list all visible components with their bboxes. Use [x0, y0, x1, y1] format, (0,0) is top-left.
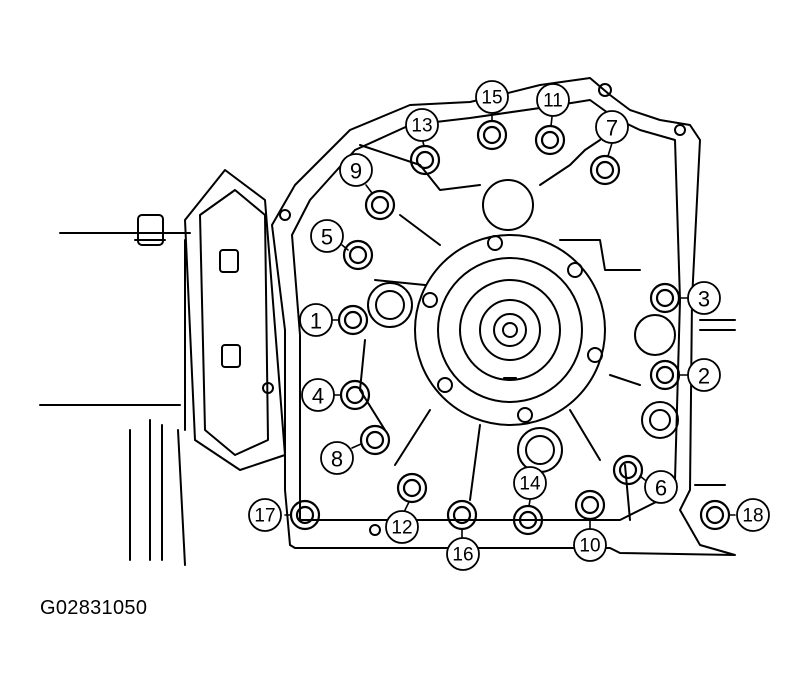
callout-12: 12	[385, 510, 419, 544]
callout-label-8: 8	[331, 447, 343, 472]
bolt-callouts: 1 2 3 4 5 6 7 8 9 10 11 12 13 14 15 16 1…	[248, 80, 770, 571]
bolt-2	[649, 359, 681, 391]
bolt-14	[512, 504, 544, 536]
adapter-plate	[184, 169, 286, 471]
callout-3: 3	[687, 281, 721, 315]
callout-label-10: 10	[579, 536, 600, 557]
bolt-6	[612, 454, 644, 486]
bolt-18	[699, 499, 731, 531]
callout-label-16: 16	[452, 545, 473, 566]
callout-17: 17	[248, 498, 282, 532]
bolt-3	[649, 282, 681, 314]
callout-label-11: 11	[543, 91, 563, 112]
callout-4: 4	[301, 378, 335, 412]
callout-6: 6	[644, 470, 678, 504]
bolt-8	[359, 424, 391, 456]
bolt-11	[534, 124, 566, 156]
callout-10: 10	[573, 528, 607, 562]
leader-lines	[284, 112, 736, 539]
callout-label-3: 3	[698, 287, 710, 312]
left-shaft-housing	[39, 214, 191, 566]
bolt-10	[574, 489, 606, 521]
callout-label-1: 1	[310, 309, 322, 334]
bolt-16	[446, 499, 478, 531]
callout-label-15: 15	[481, 88, 502, 109]
callout-7: 7	[595, 110, 629, 144]
bolt-15	[476, 119, 508, 151]
callout-9: 9	[339, 153, 373, 187]
bolt-7	[589, 154, 621, 186]
callout-13: 13	[405, 108, 439, 142]
callout-18: 18	[736, 498, 770, 532]
callout-label-7: 7	[606, 116, 618, 141]
callout-14: 14	[513, 466, 547, 500]
bolt-13	[409, 144, 441, 176]
callout-1: 1	[299, 303, 333, 337]
callout-label-14: 14	[519, 474, 541, 495]
bolt-4	[339, 379, 371, 411]
callout-5: 5	[310, 219, 344, 253]
bolt-9	[364, 189, 396, 221]
bolt-17	[289, 499, 321, 531]
callout-16: 16	[446, 537, 480, 571]
callout-label-18: 18	[742, 506, 763, 527]
callout-label-13: 13	[411, 116, 432, 137]
callout-label-2: 2	[698, 364, 710, 389]
callout-label-17: 17	[254, 506, 275, 527]
callout-label-4: 4	[312, 384, 324, 409]
callout-11: 11	[536, 83, 570, 117]
bolt-12	[396, 472, 428, 504]
callout-label-5: 5	[321, 225, 333, 250]
bolt-5	[342, 239, 374, 271]
callout-2: 2	[687, 358, 721, 392]
central-hub	[414, 234, 606, 426]
callout-15: 15	[475, 80, 509, 114]
callout-label-12: 12	[391, 518, 412, 539]
callout-8: 8	[320, 441, 354, 475]
figure-code: G02831050	[40, 597, 148, 619]
callout-label-9: 9	[350, 159, 362, 184]
bolt-1	[337, 304, 369, 336]
case-ribs	[359, 139, 736, 521]
callout-label-6: 6	[655, 476, 667, 501]
